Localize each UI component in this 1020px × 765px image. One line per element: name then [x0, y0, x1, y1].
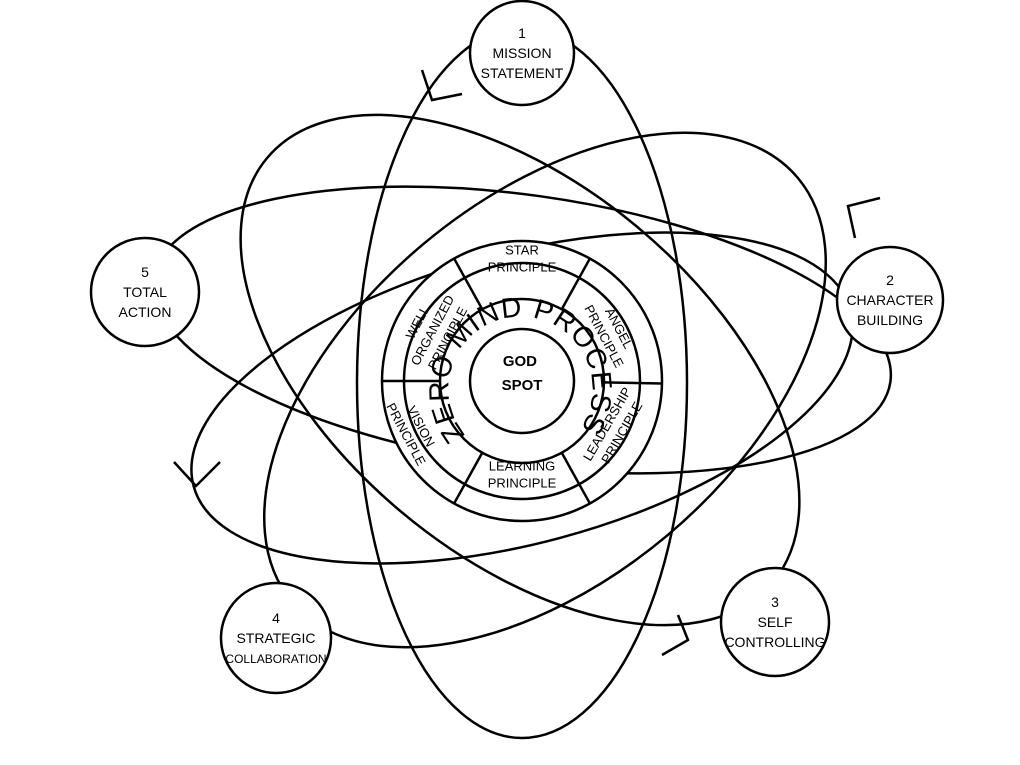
segment-label-line: STAR	[505, 243, 539, 258]
wheel-divider	[453, 452, 484, 505]
node-label-line: STATEMENT	[481, 65, 564, 81]
node-label-line: CONTROLLING	[724, 634, 825, 650]
arrow-right-icon	[846, 196, 881, 239]
god-spot-label: GOD SPOT	[502, 353, 543, 394]
node-circle	[219, 581, 333, 695]
node-number: 1	[518, 25, 526, 41]
node-label-line: ACTION	[119, 304, 172, 320]
segment-label-line: LEARNING	[489, 459, 555, 474]
segment-learning-principle: LEARNING PRINCIPLE	[488, 459, 557, 491]
node-label-line: MISSION	[492, 45, 551, 61]
node-circle	[719, 566, 831, 678]
node-circle	[89, 236, 201, 348]
arrow-top-left-icon	[420, 69, 463, 102]
node-label-line: TOTAL	[123, 284, 167, 300]
node-number: 3	[771, 594, 779, 610]
node-number: 2	[886, 272, 894, 288]
node-label-line: SELF	[757, 614, 792, 630]
node-label-line: CHARACTER	[846, 292, 933, 308]
segment-star-principle: STAR PRINCIPLE	[488, 243, 557, 275]
node-number: 4	[272, 610, 280, 626]
node-number: 5	[141, 264, 149, 280]
core-line-2: SPOT	[502, 377, 543, 394]
arrow-left-icon	[173, 461, 221, 488]
node-circle	[835, 245, 945, 355]
node-label-line: STRATEGIC	[236, 630, 315, 646]
wheel-core-ring	[468, 327, 576, 435]
orbit-arrows	[173, 69, 881, 657]
core-line-1: GOD	[503, 353, 537, 370]
wheel-middle-ring	[438, 297, 606, 465]
segment-label-line: PRINCIPLE	[488, 476, 557, 491]
segment-label-line: PRINCIPLE	[488, 260, 557, 275]
wheel-divider	[603, 381, 663, 385]
node-label-line: COLLABORATION	[225, 652, 326, 666]
node-circle	[468, 0, 576, 107]
wheel-dividers	[382, 257, 663, 505]
wheel-divider	[560, 452, 591, 505]
wheel-divider	[560, 257, 591, 310]
arrow-bottom-right-icon	[661, 614, 690, 657]
wheel-divider	[453, 257, 484, 310]
node-label-line: BUILDING	[857, 312, 923, 328]
